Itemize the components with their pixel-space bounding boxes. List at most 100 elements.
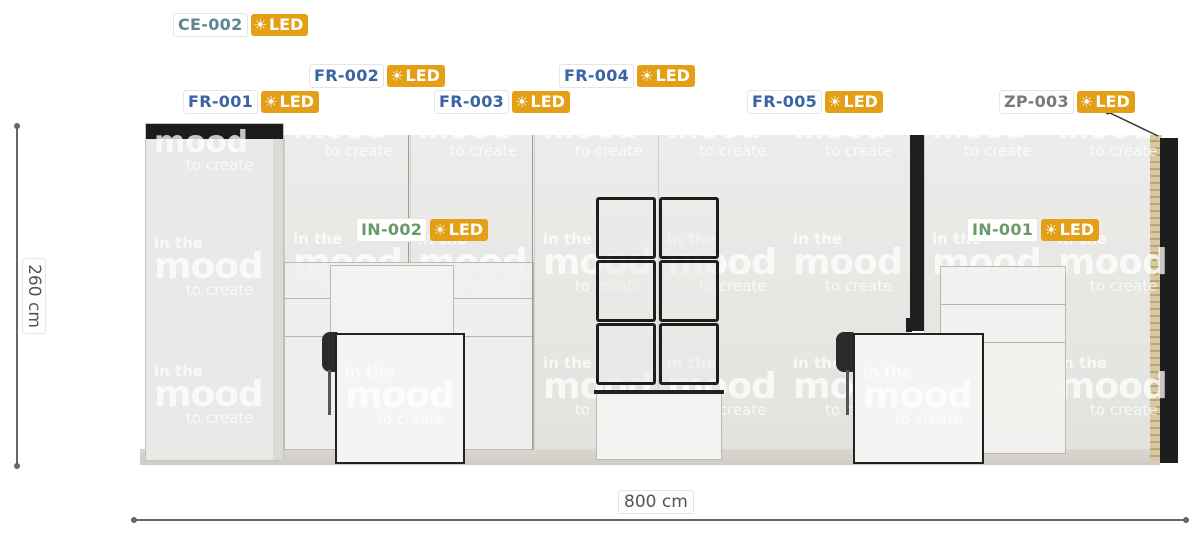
- cube-display: [596, 197, 722, 393]
- watermark-line1: in the: [793, 354, 843, 372]
- width-dimension-line: [131, 517, 1189, 523]
- sun-icon: ☀: [1079, 93, 1094, 111]
- sun-icon: ☀: [253, 16, 267, 34]
- sun-icon: ☀: [515, 93, 529, 111]
- label-fr005: FR-005 ☀LED: [747, 90, 883, 114]
- label-code: IN-001: [967, 218, 1039, 242]
- label-fr002: FR-002 ☀LED: [309, 64, 445, 88]
- label-code: FR-003: [434, 90, 510, 114]
- label-code: FR-002: [309, 64, 385, 88]
- label-code: FR-005: [747, 90, 823, 114]
- watermark: in the mood to create: [1058, 232, 1168, 295]
- chair: [322, 332, 338, 372]
- watermark-line1: in the: [345, 363, 395, 381]
- watermark-line3: to create: [575, 142, 643, 160]
- cube-cell: [659, 323, 719, 385]
- led-text: LED: [405, 66, 440, 85]
- led-text: LED: [279, 92, 314, 111]
- watermark-line3: to create: [186, 156, 254, 174]
- watermark-line3: to create: [186, 281, 254, 299]
- led-text: LED: [448, 220, 484, 239]
- watermark-line1: in the: [543, 354, 593, 372]
- watermark-line1: in the: [793, 230, 843, 248]
- watermark-line1: in the: [154, 362, 204, 380]
- label-in002: IN-002 ☀LED: [356, 218, 489, 242]
- label-code: IN-002: [356, 218, 428, 242]
- led-text: LED: [1059, 220, 1095, 239]
- counter-top-box: [330, 265, 454, 335]
- watermark-line3: to create: [1090, 142, 1158, 160]
- led-badge: ☀LED: [637, 65, 695, 87]
- watermark-line2: mood: [543, 111, 637, 146]
- watermark: in the mood to create: [1058, 354, 1168, 419]
- wall-post-foot: [906, 318, 912, 332]
- watermark-line2: mood: [418, 111, 512, 146]
- cube-display-base: [596, 392, 722, 460]
- watermark-line1: in the: [293, 230, 343, 248]
- watermark: mood to create: [932, 114, 1032, 160]
- width-dimension-label: 800 cm: [618, 490, 694, 514]
- cabinet-side: [273, 139, 283, 460]
- led-text: LED: [655, 66, 690, 85]
- shelf-divider: [408, 135, 409, 263]
- watermark-line3: to create: [377, 410, 445, 428]
- label-code: FR-004: [559, 64, 635, 88]
- watermark-line3: to create: [1090, 401, 1158, 419]
- watermark-line1: in the: [543, 230, 593, 248]
- wall-post: [910, 135, 924, 331]
- watermark-line2: mood: [793, 111, 887, 146]
- label-fr001: FR-001 ☀LED: [183, 90, 319, 114]
- height-dimension-label: 260 cm: [21, 258, 46, 334]
- light-column-frame: [1160, 138, 1178, 463]
- watermark-line1: in the: [863, 363, 913, 381]
- watermark: in the mood to create: [793, 230, 903, 294]
- led-badge: ☀LED: [430, 219, 489, 241]
- counter-in001: in the mood to create: [853, 333, 984, 464]
- chair: [836, 332, 854, 372]
- cube-cell: [596, 323, 656, 385]
- cube-cell: [659, 197, 719, 259]
- led-badge: ☀LED: [250, 14, 309, 36]
- watermark-line1: in the: [1058, 354, 1108, 372]
- cube-cell: [659, 260, 719, 322]
- cabinet-fr001: mood to create in the mood to create in …: [145, 123, 284, 461]
- cabinet-top-bar: [146, 124, 283, 139]
- watermark-line1: in the: [154, 234, 204, 252]
- watermark-line2: mood: [293, 111, 387, 146]
- led-text: LED: [268, 15, 304, 34]
- watermark-line2: mood: [1058, 366, 1168, 407]
- label-fr004: FR-004 ☀LED: [559, 64, 695, 88]
- led-badge: ☀LED: [261, 91, 319, 113]
- watermark-line2: mood: [345, 375, 455, 416]
- led-badge: ☀LED: [512, 91, 570, 113]
- watermark-line3: to create: [450, 142, 518, 160]
- watermark: in the mood to create: [154, 234, 264, 299]
- sun-icon: ☀: [640, 67, 654, 85]
- shelf-line: [940, 342, 1066, 343]
- led-badge: ☀LED: [825, 91, 883, 113]
- height-dimension-line: [14, 123, 20, 469]
- watermark-line2: mood: [863, 375, 973, 416]
- label-in001: IN-001 ☀LED: [967, 218, 1100, 242]
- chair-leg: [846, 370, 849, 415]
- label-fr003: FR-003 ☀LED: [434, 90, 570, 114]
- led-badge: ☀LED: [1041, 219, 1100, 241]
- watermark: in the mood to create: [345, 363, 455, 428]
- watermark-line3: to create: [964, 142, 1032, 160]
- watermark-line3: to create: [895, 410, 963, 428]
- watermark: mood to create: [154, 128, 254, 174]
- led-text: LED: [843, 92, 878, 111]
- watermark: in the mood to create: [154, 362, 264, 426]
- watermark: mood to create: [293, 114, 393, 160]
- sun-icon: ☀: [390, 67, 404, 85]
- watermark: mood to create: [793, 114, 892, 159]
- watermark-line2: mood: [932, 111, 1026, 146]
- watermark-line3: to create: [1090, 277, 1158, 295]
- zp003-leader-line: [1105, 109, 1159, 137]
- cube-cell: [596, 260, 656, 322]
- shelf-line: [940, 304, 1066, 305]
- cube-display-base-top: [594, 390, 724, 394]
- watermark-line2: mood: [1058, 242, 1168, 283]
- led-badge: ☀LED: [1076, 91, 1135, 113]
- watermark-line3: to create: [325, 142, 393, 160]
